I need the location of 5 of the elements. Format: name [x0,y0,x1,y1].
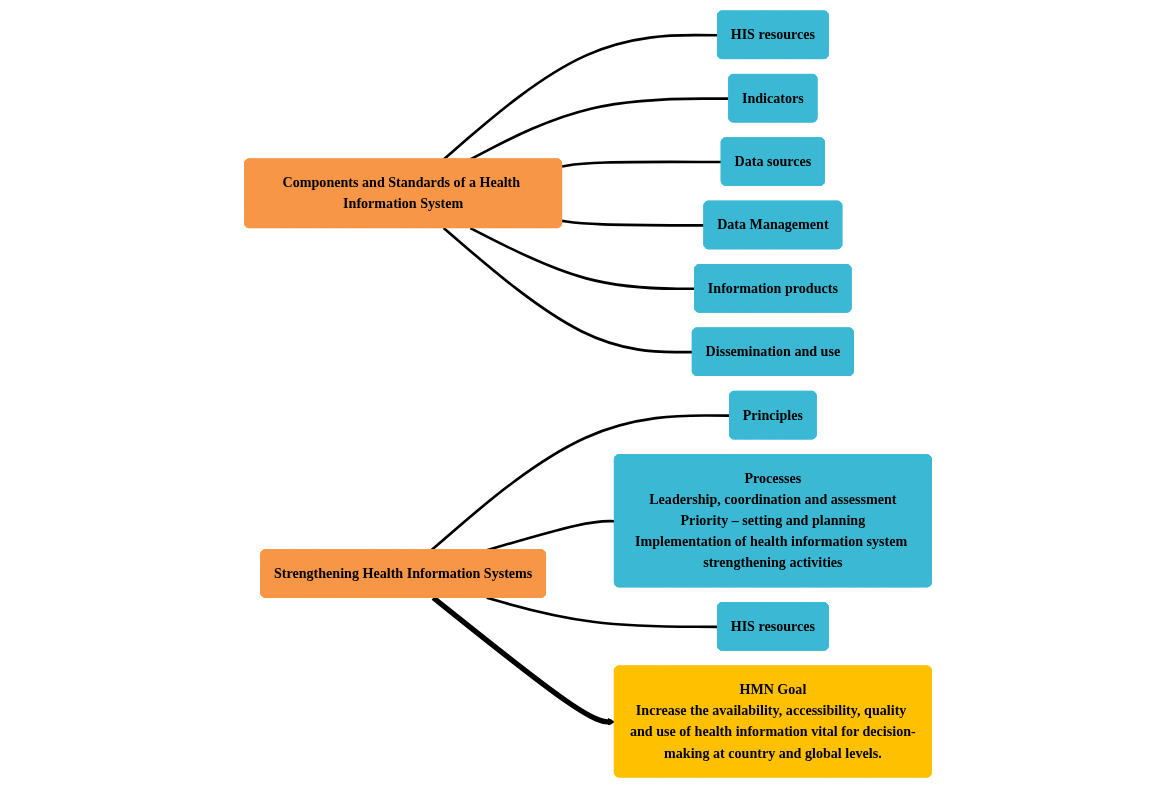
connector [469,226,695,291]
connector [561,160,722,168]
connector [442,227,693,354]
connector [561,219,704,227]
connector [485,596,718,629]
